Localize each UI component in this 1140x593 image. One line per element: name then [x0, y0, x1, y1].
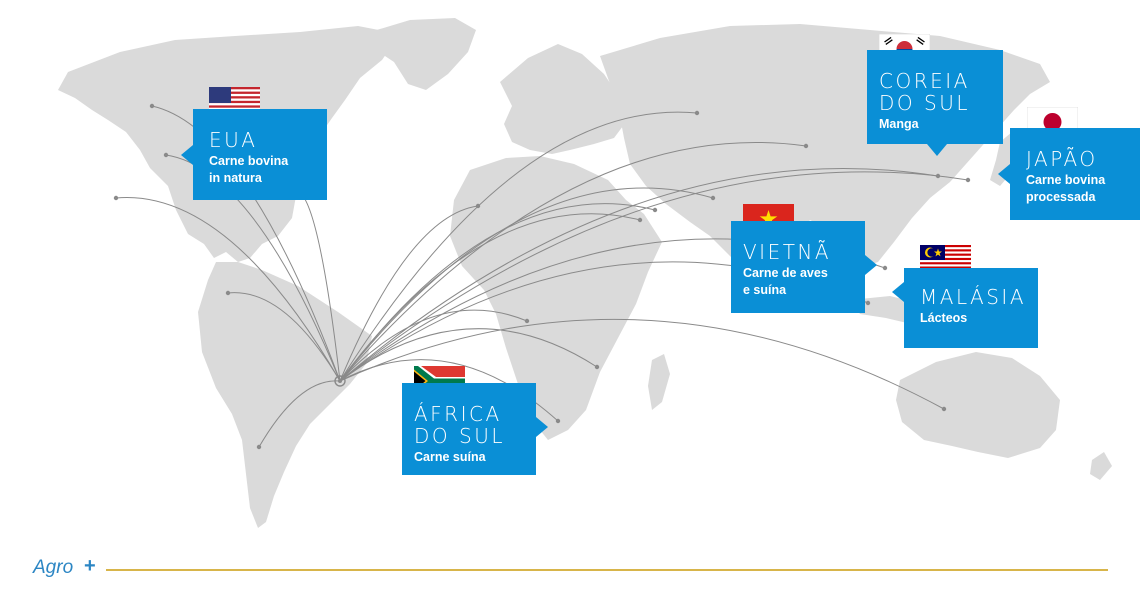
- route-line: [339, 111, 698, 382]
- country-name: MALÁSIA: [920, 285, 1026, 309]
- product-line-2: processada: [1026, 190, 1096, 204]
- product-line-1: Lácteos: [920, 311, 968, 325]
- callout-japao: JAPÃO Carne bovina processada: [998, 128, 1140, 220]
- callout-eua: EUA Carne bovina in natura: [181, 109, 327, 200]
- callout-pointer: [892, 282, 904, 302]
- callout-pointer: [181, 145, 193, 165]
- route-line: [227, 292, 341, 382]
- destination-dot: [941, 406, 947, 412]
- new-zealand: [1090, 452, 1112, 480]
- route-line: [339, 309, 528, 382]
- country-name: JAPÃO: [1026, 147, 1098, 171]
- product-line-1: Carne de aves: [743, 266, 828, 280]
- export-routes: [115, 105, 969, 448]
- product-line-1: Manga: [879, 117, 919, 131]
- route-line: [339, 328, 598, 382]
- destination-dot: [524, 318, 530, 324]
- product-line-1: Carne suína: [414, 450, 486, 464]
- destination-dot: [149, 103, 155, 109]
- destination-dot: [935, 173, 941, 179]
- country-name-line-1: ÁFRICA: [414, 402, 502, 426]
- product-line-1: Carne bovina: [209, 154, 289, 168]
- south-america: [198, 262, 372, 528]
- product-line-2: in natura: [209, 171, 262, 185]
- route-line: [302, 195, 341, 382]
- country-name-line-1: COREIA: [879, 69, 970, 93]
- destination-dot: [965, 177, 971, 183]
- country-name: EUA: [209, 128, 258, 152]
- product-line-2: e suína: [743, 283, 787, 297]
- country-name-line-2: DO SUL: [879, 91, 970, 115]
- destination-dot: [882, 265, 888, 271]
- europe: [500, 44, 626, 154]
- route-line: [339, 205, 479, 382]
- destination-points: [113, 103, 971, 450]
- greenland: [370, 18, 476, 90]
- route-line: [115, 197, 341, 382]
- route-line: [339, 203, 656, 382]
- callout-coreia-do-sul: COREIA DO SUL Manga: [867, 50, 1003, 156]
- callout-malasia: MALÁSIA Lácteos: [892, 268, 1038, 348]
- route-line: [339, 187, 714, 382]
- origin-ring: [334, 375, 346, 387]
- destination-dot: [594, 364, 600, 370]
- usa-flag-icon: [209, 87, 260, 117]
- product-line-1: Carne bovina: [1026, 173, 1106, 187]
- australia: [896, 352, 1060, 458]
- destination-dot: [803, 143, 809, 149]
- destination-dot: [710, 195, 716, 201]
- origin-dot: [338, 379, 342, 383]
- destination-dot: [694, 110, 700, 116]
- route-line: [339, 167, 939, 382]
- route-line: [258, 380, 341, 448]
- route-line: [339, 318, 945, 410]
- destination-dot: [113, 195, 119, 201]
- callout-pointer: [865, 255, 877, 275]
- destination-dot: [652, 207, 658, 213]
- callout-pointer: [536, 417, 548, 437]
- destination-dot: [555, 418, 561, 424]
- callout-vietna: VIETNÃ Carne de aves e suína: [731, 221, 877, 313]
- origin-marker: [334, 375, 346, 387]
- destination-dot: [256, 444, 262, 450]
- destination-dot: [475, 203, 481, 209]
- destination-dot: [637, 217, 643, 223]
- destination-dot: [865, 300, 871, 306]
- madagascar: [648, 354, 670, 410]
- brand-logo-text: Agro: [33, 557, 74, 578]
- continents: [58, 18, 1112, 528]
- callout-pointer: [998, 164, 1010, 184]
- destination-dot: [163, 152, 169, 158]
- destination-dot: [225, 290, 231, 296]
- footer-divider: [106, 569, 1108, 571]
- route-line: [339, 142, 807, 382]
- country-name-line-2: DO SUL: [414, 424, 505, 448]
- africa: [450, 156, 662, 440]
- route-line: [339, 171, 969, 382]
- callout-pointer: [927, 144, 947, 156]
- country-name: VIETNÃ: [743, 240, 832, 264]
- brand-plus-icon: +: [84, 555, 96, 577]
- callout-africa-do-sul: ÁFRICA DO SUL Carne suína: [402, 383, 548, 475]
